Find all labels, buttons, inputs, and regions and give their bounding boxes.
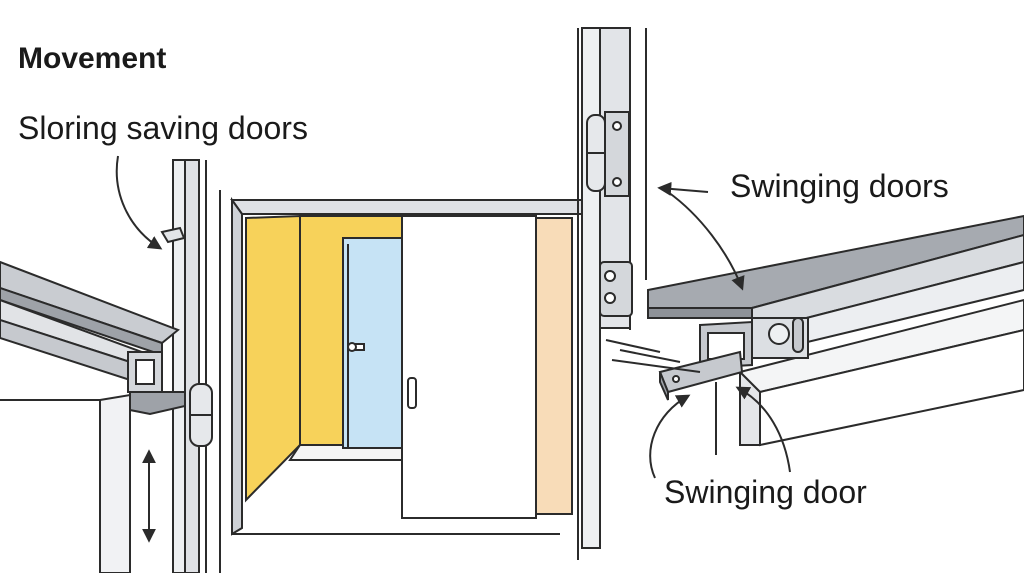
left-roller-bracket	[127, 351, 186, 416]
small-latch	[160, 226, 186, 244]
swinging-doors-label: Swinging doors	[730, 168, 949, 204]
left-hinge	[189, 383, 213, 447]
swinging-door-label: Swinging door	[664, 474, 867, 510]
diagram-title-label: Movement	[18, 42, 167, 75]
center-door-frame	[230, 196, 583, 536]
sliding-pointer-arrow	[115, 155, 163, 250]
swinging-door-left-arrow	[649, 394, 691, 479]
left-top-track	[0, 260, 180, 382]
bottom-guide-bracket	[605, 339, 744, 455]
blue-back-door	[342, 237, 404, 449]
right-door-panel	[738, 298, 1024, 447]
upper-hinge	[586, 111, 630, 197]
swinging-doors-pointer-arrow	[657, 181, 709, 196]
white-sliding-door	[401, 215, 537, 519]
left-door-panel	[0, 393, 131, 573]
sliding-doors-label: Sloring saving doors	[18, 110, 308, 146]
swinging-doors-curve-arrow	[667, 191, 745, 291]
swinging-door-right-arrow	[735, 386, 791, 473]
left-wall-post	[172, 159, 221, 573]
peach-side-panel	[535, 217, 573, 515]
lower-pivot-hinge	[599, 261, 633, 317]
